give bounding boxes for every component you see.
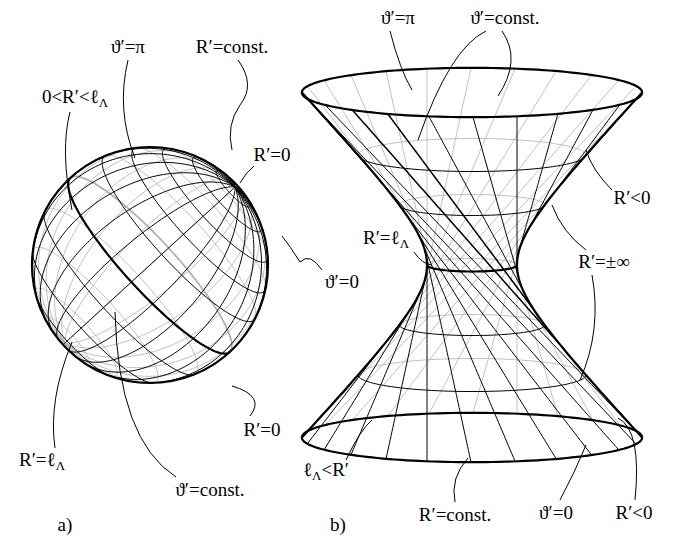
grid-line — [473, 117, 518, 275]
leader-line — [560, 445, 586, 500]
grid-line — [302, 93, 619, 450]
grid-line — [132, 148, 264, 293]
hidden-grid-line — [33, 178, 70, 343]
hidden-grid-line — [55, 158, 218, 343]
coordinate-label: R′=const. — [195, 37, 269, 58]
leader-line — [454, 458, 468, 502]
grid-line — [358, 374, 586, 391]
grid-line — [129, 187, 261, 383]
grid-line — [358, 154, 586, 171]
coordinate-label: R′=0 — [242, 420, 281, 441]
grid-line — [388, 114, 534, 310]
hidden-grid-line — [399, 314, 544, 325]
hidden-grid-line — [42, 311, 66, 342]
grid-line — [386, 275, 426, 459]
leader-line — [498, 31, 511, 96]
rim-ellipse — [302, 68, 642, 117]
coordinate-label: ϑ′=0 — [538, 503, 574, 524]
leader-line — [115, 312, 176, 477]
hidden-grid-line — [352, 182, 562, 420]
grid-line — [517, 116, 518, 265]
leader-line — [586, 150, 612, 190]
coordinate-label: ϑ′=π — [110, 37, 146, 58]
coordinate-label: ϑ′=π — [380, 8, 416, 29]
leader-line — [618, 418, 637, 500]
leader-line — [418, 31, 486, 140]
leader-line — [123, 60, 135, 158]
coordinate-label: ℓΛ<R′ — [302, 460, 350, 483]
leader-line — [580, 275, 595, 380]
hidden-grid-line — [65, 178, 232, 343]
coordinate-label: ϑ′=const. — [174, 480, 245, 501]
coordinate-label: R′=const. — [418, 505, 492, 526]
hidden-grid-line — [65, 206, 260, 357]
leader-line — [65, 112, 72, 210]
grid-line — [425, 251, 471, 462]
grid-line — [57, 187, 235, 340]
panel-letter: b) — [329, 515, 347, 536]
grid-line — [48, 182, 235, 334]
leader-line — [53, 342, 72, 448]
hidden-grid-line — [386, 71, 425, 251]
hidden-grid-line — [325, 92, 642, 425]
hidden-grid-line — [410, 71, 556, 310]
grid-line — [427, 261, 428, 461]
grid-line — [73, 187, 238, 362]
coordinate-label: R′=ℓΛ — [362, 228, 410, 251]
leader-line — [232, 386, 255, 416]
grid-line — [399, 324, 544, 335]
grid-line — [427, 265, 517, 272]
hidden-grid-line — [358, 138, 586, 155]
coordinate-label: R′=±∞ — [577, 252, 631, 273]
hyperboloid-drawing — [302, 68, 642, 462]
leader-line — [552, 205, 586, 250]
coordinate-label: R′<0 — [614, 503, 653, 524]
hidden-grid-line — [473, 251, 519, 412]
leader-line — [414, 252, 432, 265]
coordinate-label: 0<R′<ℓΛ — [41, 87, 109, 110]
rim-ellipse — [302, 413, 642, 462]
coordinate-label: ϑ′=const. — [469, 8, 540, 29]
grid-line — [81, 187, 246, 372]
coordinate-label: R′=ℓΛ — [18, 450, 66, 473]
leader-line — [282, 236, 322, 270]
grid-line — [519, 114, 558, 252]
leader-lines — [53, 31, 636, 502]
leader-line — [240, 166, 254, 183]
grid-line — [67, 187, 235, 352]
grid-line — [408, 217, 557, 459]
leader-line — [346, 420, 372, 460]
hidden-grid-line — [351, 75, 420, 237]
grid-line — [308, 99, 636, 444]
silhouette-line — [517, 93, 642, 438]
grid-line — [227, 187, 266, 354]
grid-line — [399, 204, 544, 215]
coordinate-label: R′=0 — [252, 145, 291, 166]
leader-line — [230, 60, 247, 150]
panel-letter: a) — [57, 515, 74, 536]
grid-line — [324, 310, 410, 450]
coordinate-label: ϑ′=0 — [324, 272, 360, 293]
hidden-grid-line — [62, 168, 226, 343]
leader-line — [390, 31, 412, 90]
coordinate-label: R′<0 — [612, 188, 651, 209]
silhouette-line — [302, 93, 427, 438]
